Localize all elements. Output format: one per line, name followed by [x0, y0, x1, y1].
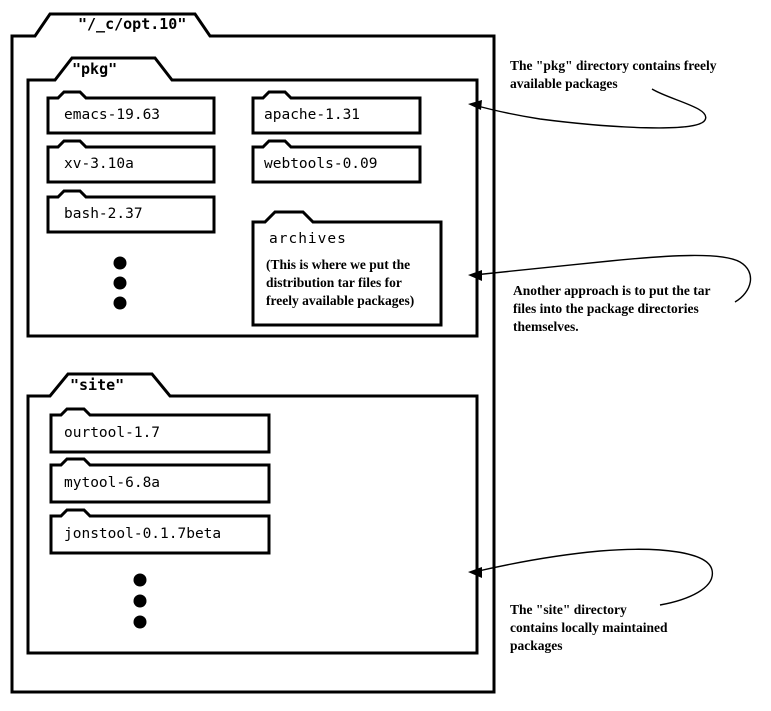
archives-note-line-2: distribution tar files for: [266, 275, 402, 290]
package-folder-bash-outline: [46, 189, 216, 234]
annotation-archives-line-2: files into the package directories: [513, 301, 699, 316]
pkg-folder-outline: [26, 56, 479, 338]
package-label-jonstool: jonstool-0.1.7beta: [64, 526, 222, 542]
root-folder-tab-label: "/_c/opt.10": [78, 15, 187, 33]
package-label-bash: bash-2.37: [64, 206, 143, 222]
annotation-site-line-2: contains locally maintained: [510, 620, 668, 635]
annotation-site-line-1: The "site" directory: [510, 602, 627, 617]
annotation-archives-line-1: Another approach is to put the tar: [513, 283, 711, 298]
package-folder-archives-outline: [251, 210, 443, 327]
package-label-mytool: mytool-6.8a: [64, 475, 161, 491]
pkg-ellipsis-dot-3: [113, 296, 127, 310]
annotation-archives-line-3: themselves.: [513, 319, 579, 334]
package-label-apache: apache-1.31: [264, 107, 361, 123]
site-folder-outline: [26, 372, 479, 655]
site-ellipsis-dot-3: [133, 615, 147, 629]
annotation-pkg-line-2: available packages: [510, 76, 618, 91]
annot-site-arrowhead: [468, 567, 482, 578]
annotation-site-line-3: packages: [510, 638, 563, 653]
site-folder-tab-label: "site": [70, 376, 125, 394]
package-label-xv: xv-3.10a: [64, 156, 134, 172]
package-label-archives: archives: [269, 231, 347, 247]
annot-pkg-leader-line: [473, 88, 707, 129]
annot-archives-arrowhead: [468, 270, 482, 281]
annotation-pkg-line-1: The "pkg" directory contains freely: [510, 58, 717, 73]
annot-site-leader-line: [473, 548, 713, 606]
archives-note-line-3: freely available packages): [266, 293, 415, 308]
annot-archives-leader-line: [473, 254, 752, 303]
package-folder-apache-outline: [251, 90, 422, 135]
package-label-ourtool: ourtool-1.7: [64, 425, 161, 441]
package-folder-xv-outline: [46, 139, 216, 184]
package-folder-ourtool-outline: [49, 407, 271, 454]
annot-pkg-arrowhead: [468, 100, 482, 110]
package-folder-emacs-outline: [46, 90, 216, 135]
package-folder-jonstool-outline: [49, 508, 271, 555]
archives-note-line-1: (This is where we put the: [266, 257, 411, 272]
root-folder-outline: [10, 12, 496, 694]
site-ellipsis-dot-2: [133, 594, 147, 608]
site-ellipsis-dot-1: [133, 573, 147, 587]
pkg-ellipsis-dot-2: [113, 276, 127, 290]
pkg-folder-tab-label: "pkg": [72, 60, 118, 78]
package-folder-mytool-outline: [49, 457, 271, 504]
package-label-emacs: emacs-19.63: [64, 107, 161, 123]
package-label-webtools: webtools-0.09: [264, 156, 378, 172]
pkg-ellipsis-dot-1: [113, 256, 127, 270]
package-folder-webtools-outline: [251, 139, 422, 184]
